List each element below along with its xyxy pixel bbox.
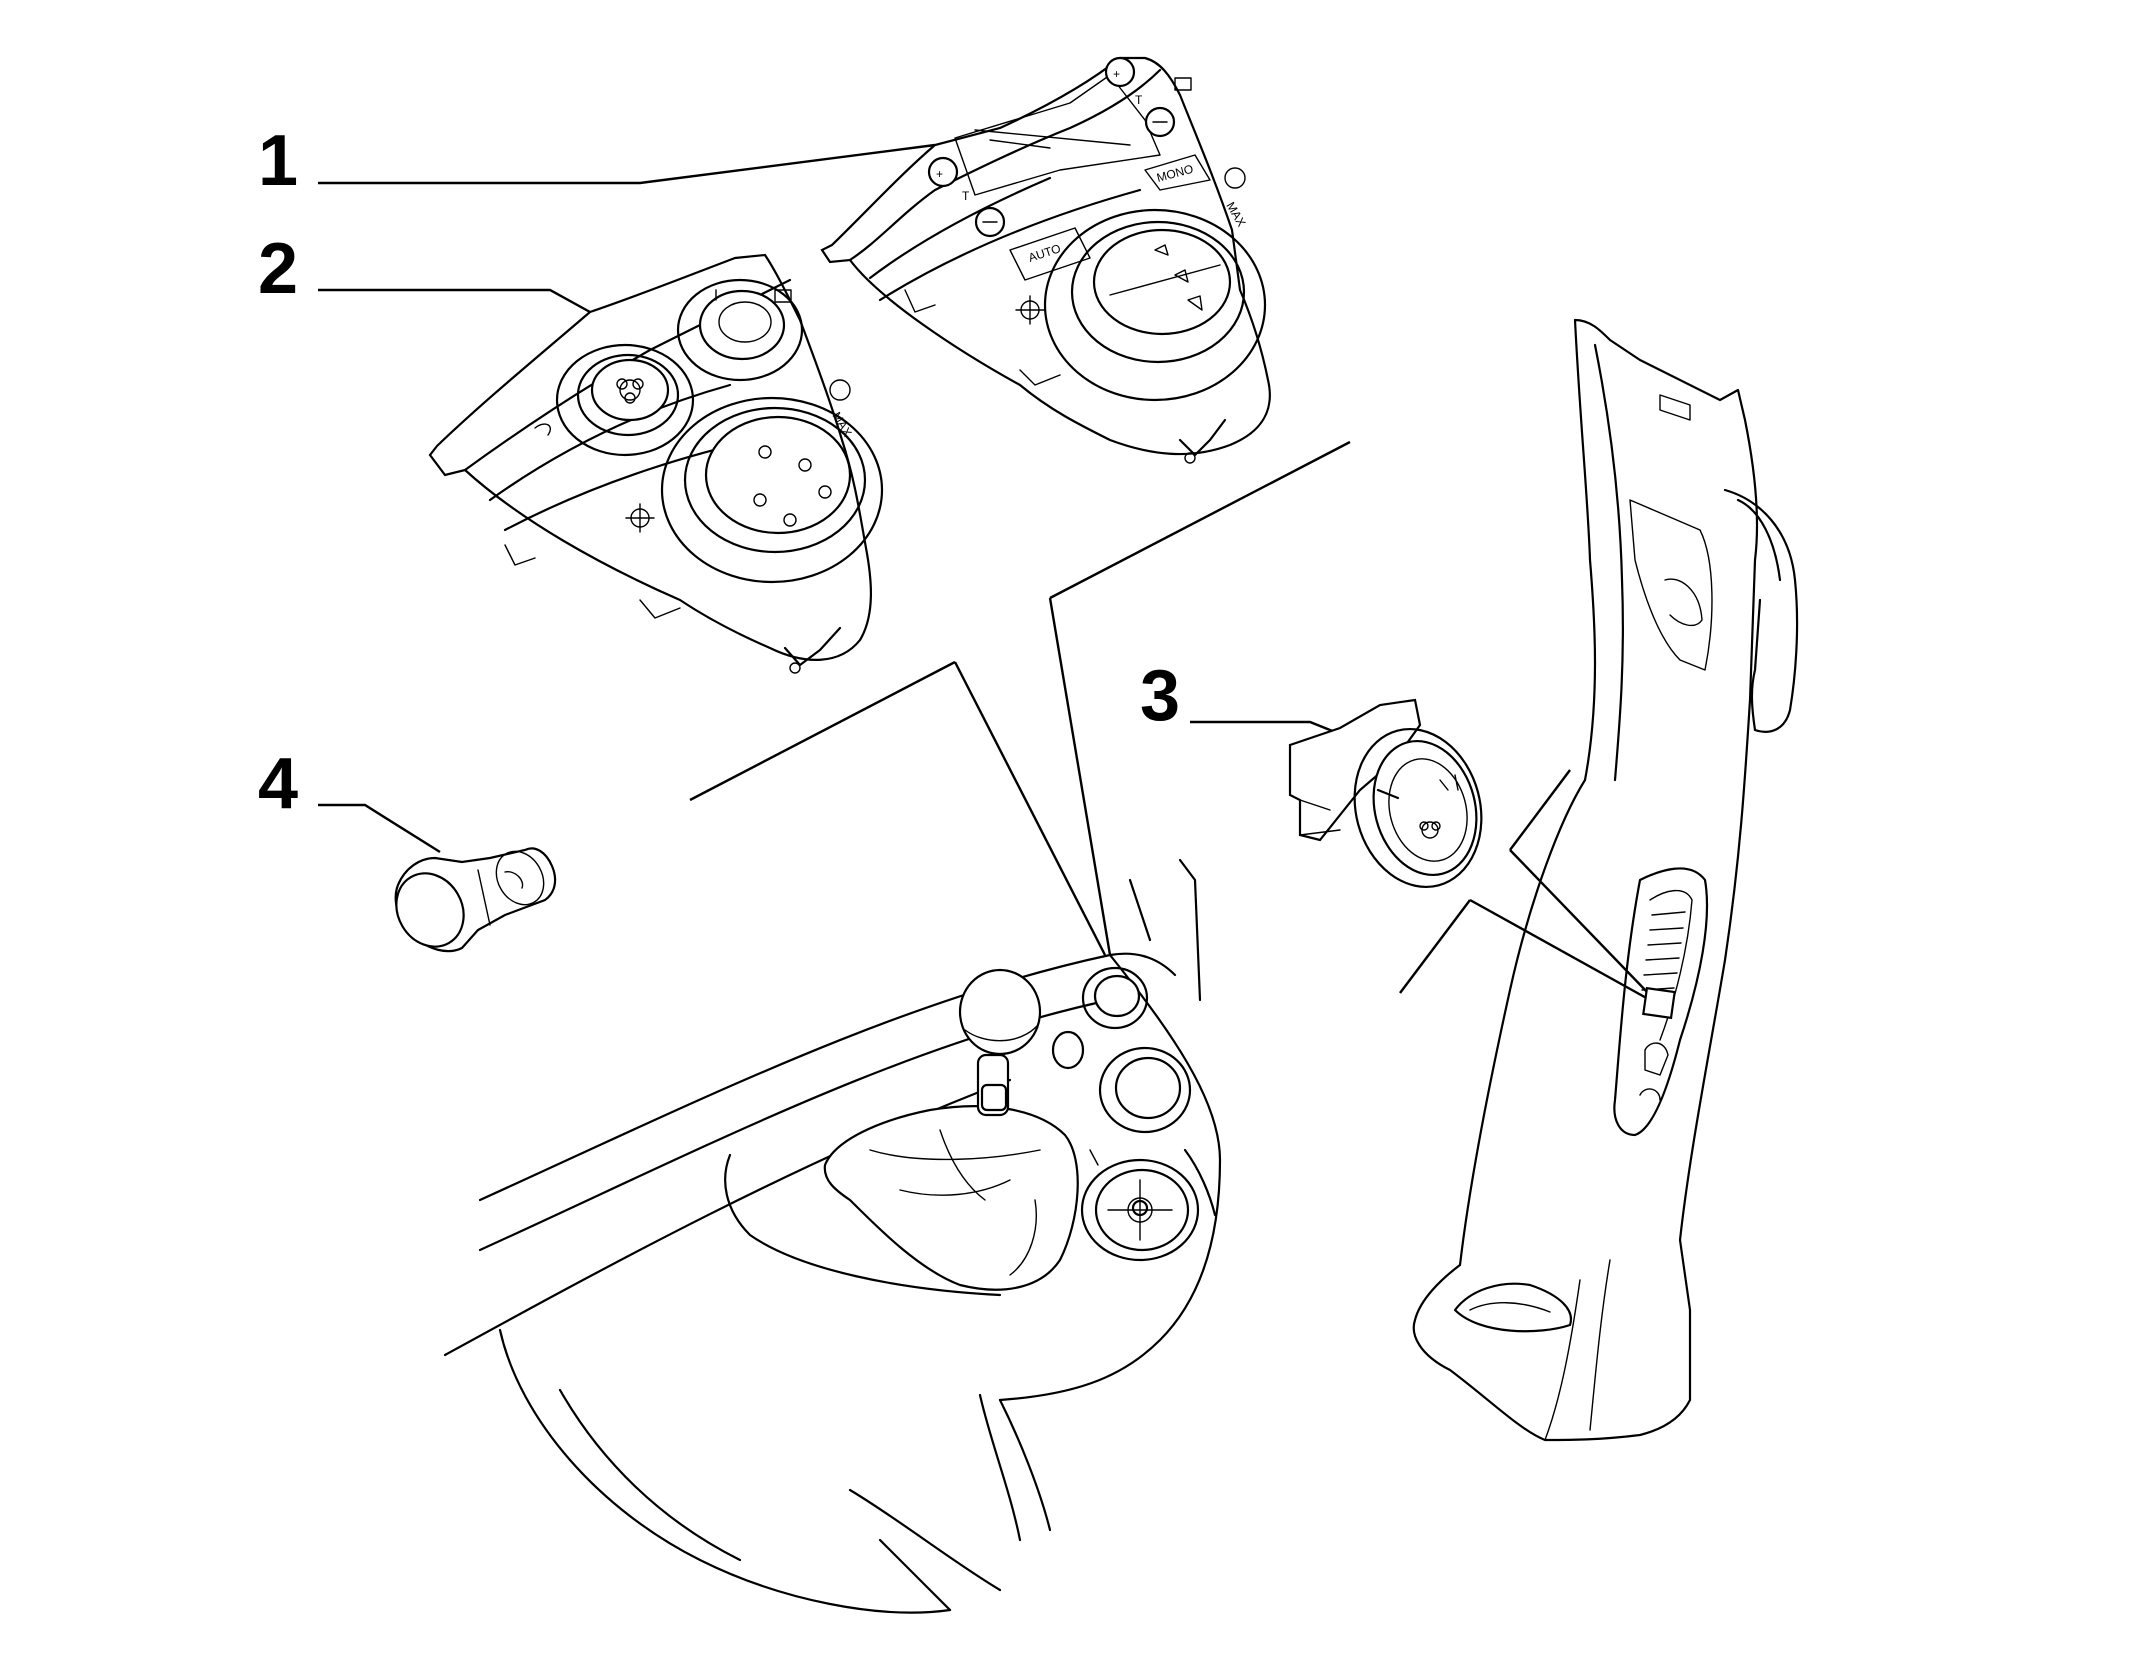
leader-3 [1190,720,1336,734]
recirc-icon [534,423,552,436]
callout-4: 4 [258,744,298,824]
auto-button[interactable] [1009,227,1091,281]
vent-defrost-icon [818,485,832,499]
mono-button[interactable] [1144,154,1211,191]
callout-1: 1 [258,121,298,201]
console-knob-top[interactable] [1093,974,1141,1018]
climate-panel-manual: MAX [428,253,884,674]
temp-up-right-label: + [1113,67,1120,81]
vent-feet-icon [798,458,812,472]
callout-2: 2 [258,229,298,309]
fan-icon [619,379,641,401]
pillar-switch[interactable] [1642,986,1676,1020]
rotary-switch [1288,698,1491,889]
defrost-max-icon [1224,167,1246,189]
temp-up-left-button[interactable] [927,156,959,188]
airflow-distribution-knob[interactable] [1092,228,1232,336]
leader-2 [318,288,591,314]
temp-t-right-label: T [1135,93,1143,107]
air-distribution-knob[interactable] [704,415,852,535]
console-knob-middle[interactable] [1114,1056,1182,1120]
vent-mixed-icon [753,493,767,507]
center-console [443,440,1351,1614]
leader-4 [318,803,441,854]
rear-defrost-icon [1174,77,1192,91]
temp-t-left-label: T [962,189,970,203]
pillar-trim [1399,318,1799,1442]
fan-speed-knob[interactable] [590,358,670,422]
bulb-cap [395,872,465,948]
gear-knob[interactable] [958,968,1042,1056]
defrost-max-icon-2 [829,379,851,401]
callout-3: 3 [1140,656,1180,736]
leader-1 [318,143,936,185]
temp-up-left-label: + [936,167,943,181]
bulb [394,847,557,953]
vent-face-icon [758,445,772,459]
rotary-switch-knob[interactable] [1359,729,1491,886]
climate-panel-automatic: + T + T MONO AUTO MAX [820,56,1271,464]
callouts: 1 2 3 4 [258,121,1336,854]
rear-defrost-icon-2 [774,289,792,303]
temp-up-right-button[interactable] [1104,56,1136,88]
